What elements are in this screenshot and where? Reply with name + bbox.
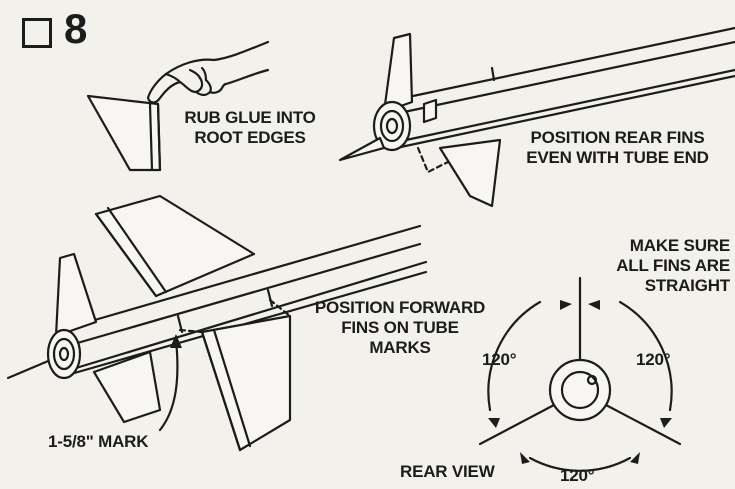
- rub-glue-line-1: RUB GLUE INTO: [184, 108, 316, 127]
- forward-fins-line-1: POSITION FORWARD: [314, 298, 486, 317]
- forward-fins-label: POSITION FORWARD FINS ON TUBE MARKS: [290, 298, 510, 358]
- rear-fins-line-2: EVEN WITH TUBE END: [526, 148, 709, 167]
- mark-label: 1-5/8" MARK: [48, 432, 149, 451]
- hand-icon: [146, 40, 270, 104]
- angle-bottom-label: 120°: [560, 466, 595, 485]
- rear-fins-rocket: [338, 26, 735, 208]
- make-sure-line-3: STRAIGHT: [644, 276, 730, 295]
- rear-fins-line-1: POSITION REAR FINS: [530, 128, 705, 147]
- make-sure-label: MAKE SURE ALL FINS ARE STRAIGHT: [580, 236, 730, 296]
- angle-right-label: 120°: [636, 350, 671, 369]
- angle-left-label: 120°: [482, 350, 517, 369]
- rub-glue-line-2: ROOT EDGES: [194, 128, 306, 147]
- forward-fins-line-3: MARKS: [369, 338, 431, 357]
- rear-fins-label: POSITION REAR FINS EVEN WITH TUBE END: [500, 128, 735, 168]
- rear-view-label: REAR VIEW: [400, 462, 495, 481]
- make-sure-line-1: MAKE SURE: [629, 236, 730, 255]
- rub-glue-label: RUB GLUE INTO ROOT EDGES: [160, 108, 340, 148]
- step-checkbox[interactable]: [22, 18, 52, 48]
- forward-fins-line-2: FINS ON TUBE: [341, 318, 459, 337]
- step-number: 8: [64, 5, 88, 52]
- glue-fin-illustration: [86, 94, 162, 172]
- rear-view-diagram[interactable]: [478, 276, 682, 472]
- make-sure-line-2: ALL FINS ARE: [616, 256, 730, 275]
- forward-fins-rocket: [6, 194, 428, 452]
